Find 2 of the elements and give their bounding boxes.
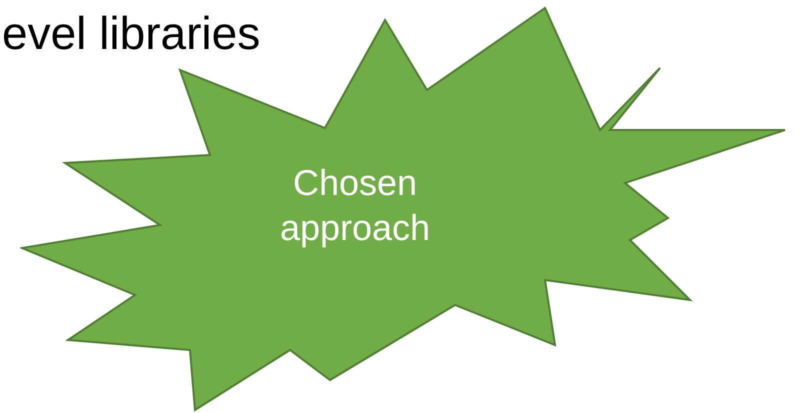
node-text: Chosen approach: [278, 161, 432, 250]
heading-text: evel libraries: [2, 6, 260, 60]
